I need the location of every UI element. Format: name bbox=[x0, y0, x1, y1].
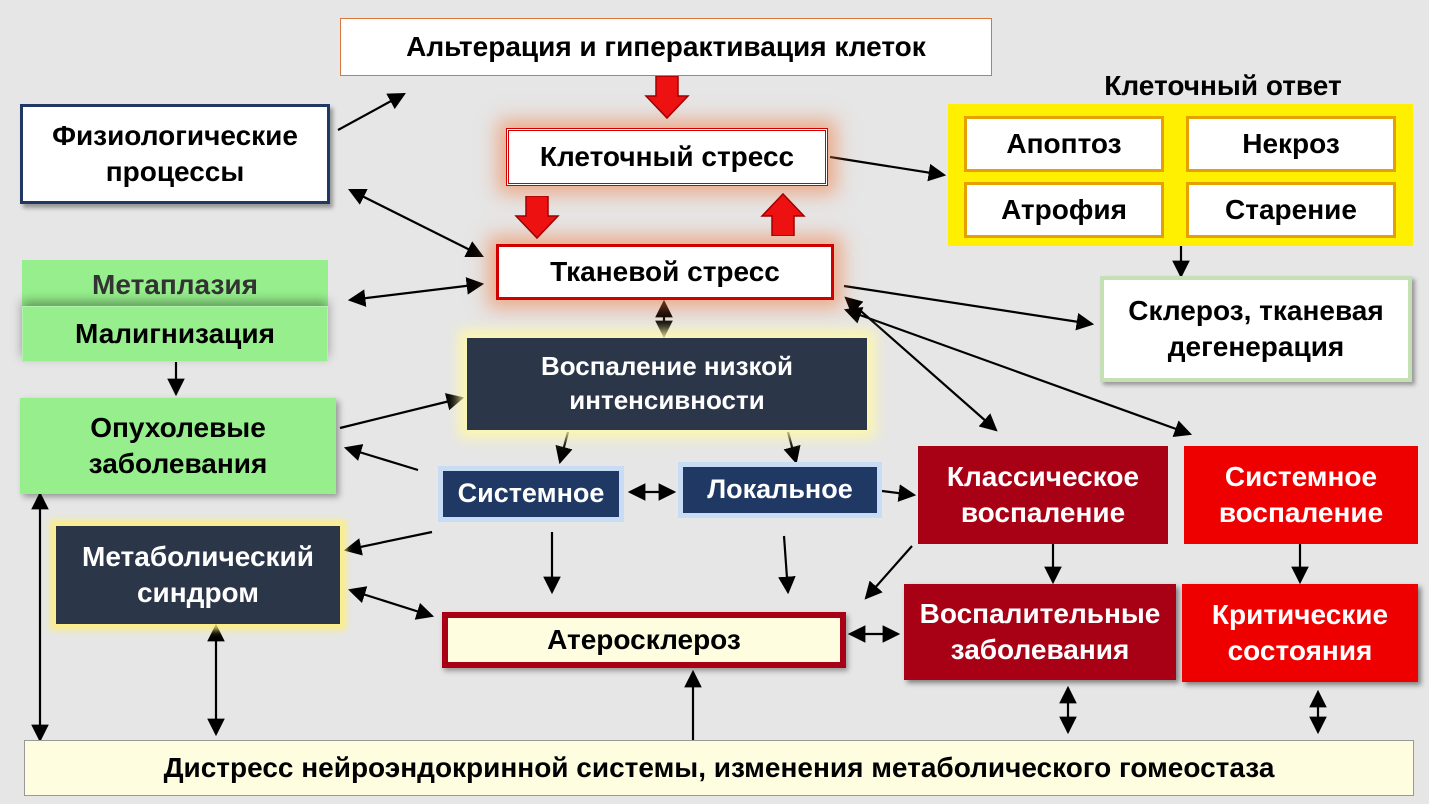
tumor-line-1: Опухолевые bbox=[90, 411, 266, 443]
arrow-physiology-tissue bbox=[348, 189, 484, 257]
arrow-tissue-classic bbox=[844, 296, 998, 432]
low-grade-inflammation-box: Воспаление низкой интенсивности bbox=[467, 338, 867, 430]
critical-states-box: Критические состояния bbox=[1182, 584, 1418, 682]
classic-line-1: Классическое bbox=[946, 460, 1140, 492]
red-down-arrow-alteration-icon bbox=[644, 76, 690, 120]
arrow-tissue-to-sclerosis bbox=[843, 284, 1095, 331]
apoptosis-label: Апоптоз bbox=[1006, 127, 1122, 159]
senescence-box: Старение bbox=[1186, 182, 1396, 238]
inflammatory-diseases-box: Воспалительные заболевания bbox=[904, 584, 1176, 680]
metaplasia-label: Метаплазия bbox=[92, 268, 258, 300]
sclerosis-box: Склероз, тканевая дегенерация bbox=[1100, 276, 1412, 382]
arrow-cellstress-to-response bbox=[829, 155, 947, 182]
atrophy-label: Атрофия bbox=[1001, 193, 1127, 225]
malignization-box: Малигнизация bbox=[22, 306, 328, 362]
classic-line-2: воспаление bbox=[960, 497, 1126, 528]
metabolic-syndrome-box: Метаболический синдром bbox=[56, 526, 340, 624]
tumor-line-2: заболевания bbox=[88, 448, 268, 479]
infdis-line-1: Воспалительные bbox=[919, 597, 1161, 629]
sysinf-line-2: воспаление bbox=[1218, 497, 1384, 528]
low-grade-line-1: Воспаление низкой bbox=[540, 351, 794, 382]
physiology-box: Физиологические процессы bbox=[20, 104, 330, 204]
atherosclerosis-box: Атеросклероз bbox=[442, 612, 846, 668]
sysinf-line-1: Системное bbox=[1224, 460, 1378, 492]
alteration-label: Альтерация и гиперактивация клеток bbox=[406, 30, 926, 62]
systemic-inflammation-box: Системное воспаление bbox=[1184, 446, 1418, 544]
local-label: Локальное bbox=[707, 474, 853, 505]
necrosis-label: Некроз bbox=[1242, 127, 1340, 159]
tissue-stress-box: Тканевой стресс bbox=[496, 244, 834, 300]
systemic-label: Системное bbox=[457, 478, 605, 509]
cell-stress-label: Клеточный стресс bbox=[539, 140, 795, 172]
cell-response-title: Клеточный ответ bbox=[1104, 70, 1342, 101]
arrow-low-to-systemic bbox=[555, 431, 573, 465]
red-down-arrow-cellstress-icon bbox=[514, 196, 560, 240]
physiology-line-2: процессы bbox=[105, 156, 245, 187]
low-grade-line-2: интенсивности bbox=[569, 385, 765, 415]
sclerosis-line-1: Склероз, тканевая bbox=[1128, 294, 1384, 326]
crit-line-2: состояния bbox=[1227, 635, 1373, 666]
arrow-systemic-to-tumor bbox=[343, 444, 419, 472]
metsyn-line-2: синдром bbox=[136, 577, 259, 608]
neuroendocrine-distress-box: Дистресс нейроэндокринной системы, измен… bbox=[24, 740, 1414, 796]
arrow-local-to-ath bbox=[778, 535, 796, 595]
apoptosis-box: Апоптоз bbox=[964, 116, 1164, 172]
physiology-line-1: Физиологические bbox=[52, 119, 298, 151]
cell-stress-box: Клеточный стресс bbox=[506, 128, 828, 186]
red-up-arrow-tissuestress-icon bbox=[760, 192, 806, 236]
alteration-box: Альтерация и гиперактивация клеток bbox=[340, 18, 992, 76]
senescence-label: Старение bbox=[1225, 193, 1357, 225]
classic-inflammation-box: Классическое воспаление bbox=[918, 446, 1168, 544]
arrow-local-to-classic bbox=[881, 484, 917, 502]
arrow-metaplasia-tissue bbox=[347, 277, 485, 307]
atrophy-box: Атрофия bbox=[964, 182, 1164, 238]
sclerosis-line-2: дегенерация bbox=[1167, 331, 1345, 362]
systemic-box: Системное bbox=[438, 466, 624, 522]
metaplasia-box: Метаплазия bbox=[22, 260, 328, 310]
arrow-low-to-local bbox=[783, 431, 801, 465]
malignization-label: Малигнизация bbox=[75, 317, 275, 349]
arrow-metsyn-ath bbox=[347, 586, 435, 620]
distress-label: Дистресс нейроэндокринной системы, измен… bbox=[163, 751, 1275, 783]
arrow-tumor-to-lowgrade bbox=[339, 393, 465, 430]
necrosis-box: Некроз bbox=[1186, 116, 1396, 172]
crit-line-1: Критические bbox=[1211, 598, 1389, 630]
arrow-physiology-to-alteration bbox=[337, 92, 406, 131]
local-box: Локальное bbox=[678, 462, 882, 518]
metsyn-line-1: Метаболический bbox=[82, 540, 314, 572]
tissue-stress-label: Тканевой стресс bbox=[550, 255, 780, 287]
tumor-diseases-box: Опухолевые заболевания bbox=[20, 398, 336, 494]
atherosclerosis-label: Атеросклероз bbox=[547, 623, 741, 655]
arrow-systemic-to-metsyn bbox=[343, 530, 433, 556]
infdis-line-2: заболевания bbox=[950, 634, 1130, 665]
